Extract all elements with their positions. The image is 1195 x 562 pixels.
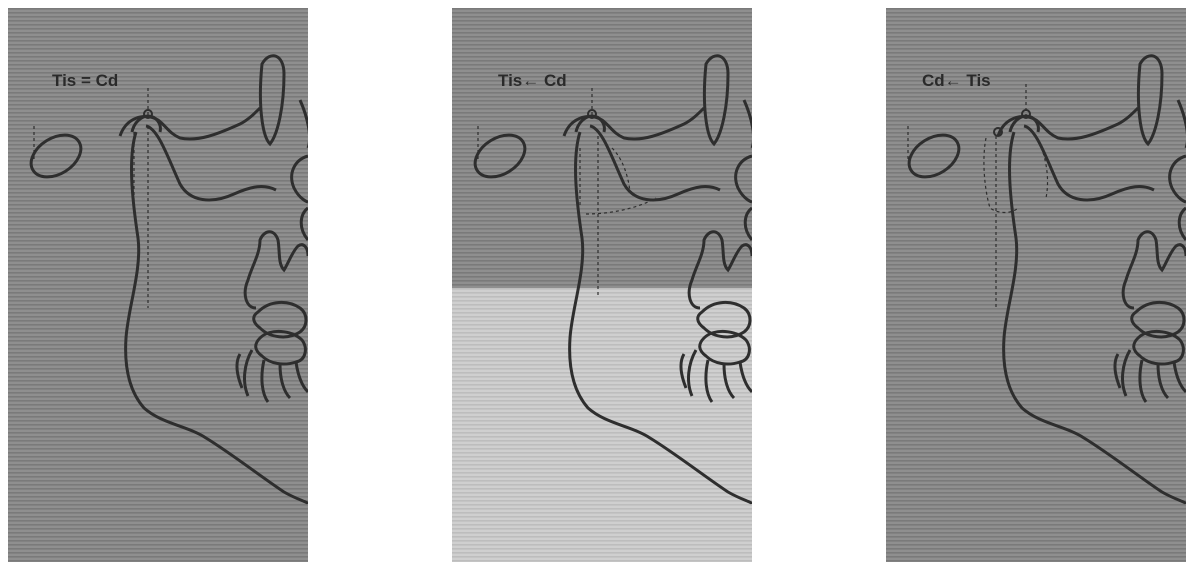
panel-tis-equals-cd: Tis = Cd (8, 8, 308, 562)
panel-cd-from-tis: Cd← Tis (886, 8, 1186, 562)
panel-label: Tis = Cd (52, 71, 118, 91)
panel-label: Cd← Tis (922, 71, 991, 91)
panel-label: Tis← Cd (498, 71, 567, 91)
panel-tis-from-cd: Tis← Cd (452, 8, 752, 562)
skull-tracing-2 (452, 8, 752, 562)
skull-tracing-3 (886, 8, 1186, 562)
skull-tracing-1 (8, 8, 308, 562)
